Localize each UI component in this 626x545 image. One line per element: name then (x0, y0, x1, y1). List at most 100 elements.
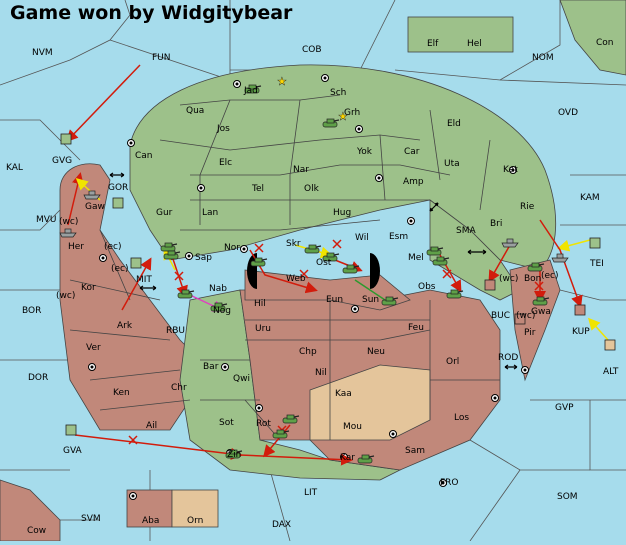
army-tank-icon[interactable] (357, 454, 375, 464)
territory-label-nil: Nil (315, 368, 327, 378)
sea-label-nom: NOM (532, 53, 554, 63)
units: ★★ (59, 75, 616, 464)
army-tank-icon[interactable] (322, 252, 340, 262)
fleet-ship-icon[interactable] (83, 190, 101, 200)
sea-label-dax: DAX (272, 520, 291, 530)
coast-tag-wc1: (wc) (59, 217, 78, 227)
cross-icon (534, 281, 544, 291)
army-tank-icon[interactable] (272, 429, 290, 439)
fleet-ship-icon[interactable] (551, 253, 569, 263)
fleet-ship-icon[interactable] (501, 238, 519, 248)
territory-label-chp: Chp (299, 347, 317, 357)
territory-label-sam: Sam (405, 446, 425, 456)
sea-label-ovd: OVD (558, 108, 578, 118)
supply-center-icon (439, 479, 447, 487)
army-tank-icon[interactable] (160, 242, 178, 252)
supply-center-icon (221, 363, 229, 371)
army-tank-icon[interactable] (426, 246, 444, 256)
territory-label-aba: Aba (142, 516, 159, 526)
territory-label-ken: Ken (113, 388, 130, 398)
fleet-ship-icon[interactable] (59, 228, 77, 238)
territory-label-nor: Nor (224, 243, 240, 253)
army-tank-icon[interactable] (342, 264, 360, 274)
territory-label-mel: Mel (408, 253, 424, 263)
army-tank-icon[interactable] (446, 289, 464, 299)
territory-label-elf: Elf (427, 39, 439, 49)
supply-center-icon (355, 125, 363, 133)
star-icon: ★ (338, 110, 348, 123)
region-elf-hel[interactable] (407, 16, 514, 53)
territory-label-ark: Ark (117, 321, 133, 331)
unit-marker-box (60, 133, 72, 145)
territory-label-ail: Ail (146, 421, 157, 431)
move-arrow (539, 219, 583, 308)
army-tank-icon[interactable] (210, 302, 228, 312)
sea-label-gva: GVA (63, 446, 83, 456)
army-tank-icon[interactable] (381, 296, 399, 306)
territory-label-skr: Skr (286, 239, 301, 249)
territory-label-yok: Yok (356, 147, 373, 157)
territory-label-web: Web (286, 274, 306, 284)
sea-label-fun: FUN (152, 53, 171, 63)
army-tank-icon[interactable] (532, 296, 550, 306)
game-result-title: Game won by Widgitybear (10, 2, 293, 24)
cross-icon (332, 239, 342, 249)
sea-label-alt: ALT (603, 367, 619, 377)
territory-label-her: Her (68, 242, 84, 252)
army-tank-icon[interactable] (527, 262, 545, 272)
sea-label-rod: ROD (498, 353, 518, 363)
territory-label-can: Can (135, 151, 153, 161)
sea-label-kup: KUP (572, 327, 590, 337)
supply-center-icon (240, 245, 248, 253)
move-arrow (263, 424, 291, 458)
hold-arrow (354, 279, 386, 301)
sea-label-gor: GOR (108, 183, 128, 193)
supply-center-icon (375, 174, 383, 182)
army-tank-icon[interactable] (304, 244, 322, 254)
unit-marker-box (574, 304, 586, 316)
territory-label-ver: Ver (86, 343, 101, 353)
territory-label-orl: Orl (446, 357, 459, 367)
unit-marker-box (514, 313, 526, 325)
unit-marker-box (65, 424, 77, 436)
region-east-red[interactable] (509, 259, 561, 382)
territory-label-tel: Tel (251, 184, 264, 194)
army-tank-icon[interactable] (282, 414, 300, 424)
supply-center-icon (233, 80, 241, 88)
support-arrow (557, 239, 591, 252)
territory-label-grh: Grh (344, 108, 360, 118)
army-tank-icon[interactable] (244, 84, 262, 94)
supply-center-icon (99, 254, 107, 262)
cross-icon (174, 271, 184, 281)
territory-label-gaw: Gaw (85, 202, 105, 212)
support-arrow (163, 247, 176, 271)
army-tank-icon[interactable] (177, 289, 195, 299)
army-tank-icon[interactable] (432, 256, 450, 266)
army-tank-icon[interactable] (322, 118, 340, 128)
sea-label-kam: KAM (580, 193, 600, 203)
territory-label-sot: Sot (219, 418, 234, 428)
sea-label-som: SOM (557, 492, 578, 502)
army-tank-icon[interactable] (250, 257, 268, 267)
failed-markers (128, 239, 544, 445)
army-tank-icon[interactable] (225, 449, 243, 459)
unit-marker-box (484, 279, 496, 291)
region-cow[interactable] (0, 479, 61, 542)
support-arrow (587, 317, 609, 341)
sea-label-cow: Cow (27, 526, 46, 536)
territory-label-hil: Hil (254, 299, 266, 309)
territory-label-hug: Hug (333, 208, 351, 218)
supply-center-icon (491, 394, 499, 402)
region-con[interactable] (559, 0, 626, 76)
territory-label-eld: Eld (447, 119, 461, 129)
sea-label-gvp: GVP (555, 403, 574, 413)
cross-icon (254, 243, 264, 253)
territory-label-sch: Sch (330, 88, 346, 98)
army-tank-icon[interactable] (163, 250, 181, 260)
region-orn[interactable] (171, 489, 219, 528)
swap-icon (429, 202, 439, 212)
territory-label-qwi: Qwi (233, 374, 250, 384)
